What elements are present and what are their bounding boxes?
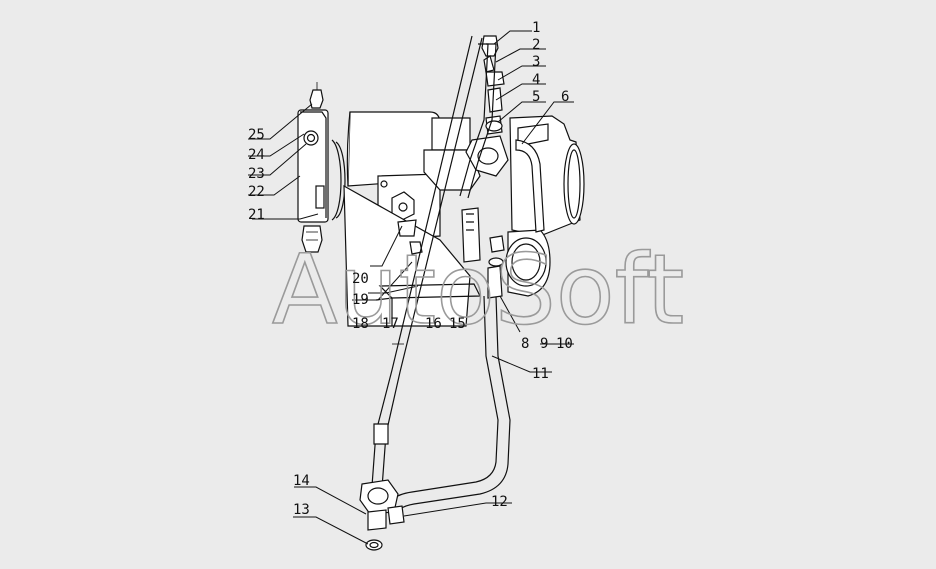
part-label-20: 20 <box>352 271 369 287</box>
part-label-8: 8 <box>521 336 529 352</box>
part-label-3: 3 <box>532 54 540 70</box>
part-label-11: 11 <box>532 366 549 382</box>
oil-feed-pipe-assembly <box>459 35 509 199</box>
part-label-21: 21 <box>248 207 265 223</box>
part-label-16: 16 <box>425 316 442 332</box>
bottom-fitting <box>359 479 405 551</box>
long-feed-tube <box>371 35 483 489</box>
part-label-23: 23 <box>248 166 265 182</box>
part-label-6: 6 <box>561 89 569 105</box>
part-label-13: 13 <box>293 502 310 518</box>
part-label-22: 22 <box>248 184 265 200</box>
leader-lines <box>248 30 574 545</box>
part-number-labels: 1 2 3 4 5 6 8 9 10 11 12 13 14 15 16 17 … <box>248 20 573 518</box>
part-label-10: 10 <box>556 336 573 352</box>
part-label-9: 9 <box>540 336 548 352</box>
compressor-housing <box>505 115 585 297</box>
part-label-25: 25 <box>248 127 265 143</box>
part-label-5: 5 <box>532 89 540 105</box>
part-label-14: 14 <box>293 473 310 489</box>
part-label-19: 19 <box>352 292 369 308</box>
part-label-2: 2 <box>532 37 540 53</box>
left-bracket-assembly <box>297 82 346 253</box>
oil-return-pipe <box>391 235 511 513</box>
part-label-18: 18 <box>352 316 369 332</box>
part-label-12: 12 <box>491 494 508 510</box>
part-label-17: 17 <box>382 316 399 332</box>
part-label-1: 1 <box>532 20 540 36</box>
part-label-4: 4 <box>532 72 540 88</box>
autosoft-watermark: AutoSoft <box>272 234 684 346</box>
part-label-15: 15 <box>449 316 466 332</box>
part-label-24: 24 <box>248 147 265 163</box>
